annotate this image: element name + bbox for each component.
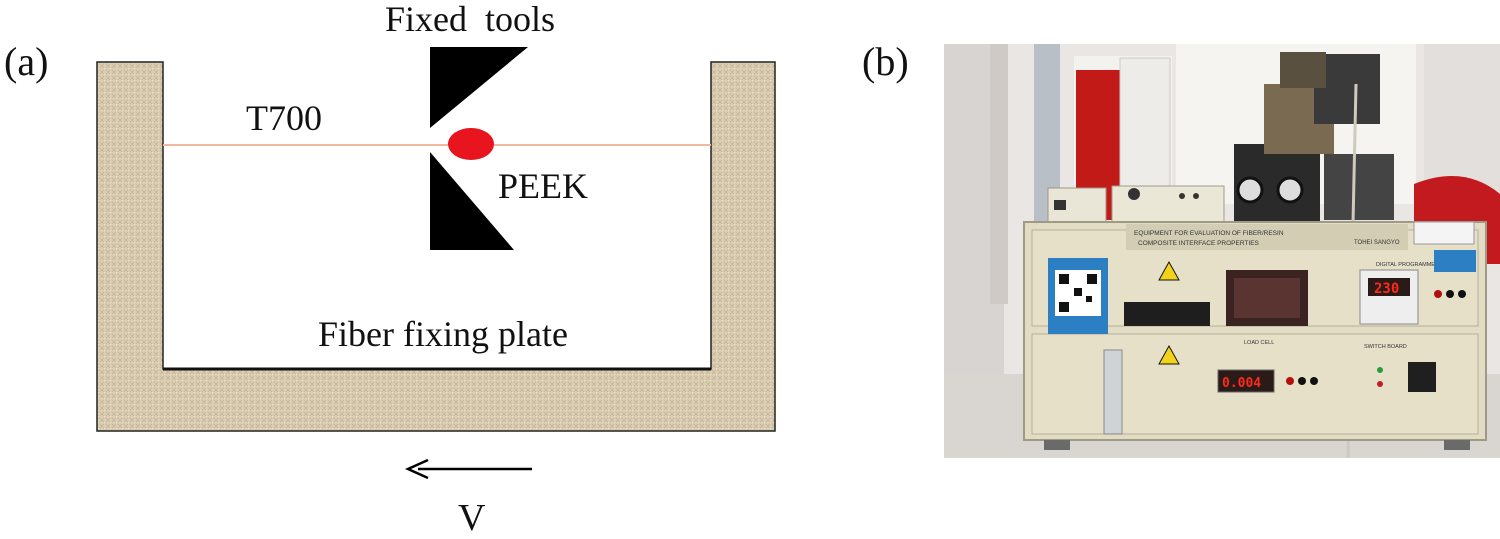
load-display: 0.004 — [1222, 376, 1261, 391]
fixed-tools-label: Fixed tools — [385, 0, 555, 39]
velocity-arrow-head — [404, 458, 429, 480]
nameplate-line2: COMPOSITE INTERFACE PROPERTIES — [1138, 240, 1260, 247]
printer-slot — [1124, 302, 1210, 326]
load-cell-display — [1217, 369, 1275, 393]
temperature-display: 230 — [1374, 281, 1399, 297]
warning-icon-2 — [1158, 344, 1180, 365]
nameplate-line1: EQUIPMENT FOR EVALUATION OF FIBER/RESIN — [1134, 230, 1284, 237]
peek-label: PEEK — [498, 166, 588, 206]
panel-b-label: (b) — [862, 39, 909, 84]
maker-label: TOHEI SANGYO — [1354, 240, 1400, 246]
digital-programmer-label: DIGITAL PROGRAMMER — [1376, 262, 1439, 268]
lower-blade — [430, 152, 514, 250]
flowmeter — [1103, 349, 1123, 435]
fiber-fixing-plate — [96, 61, 776, 432]
panel-a-label: (a) — [4, 39, 49, 84]
t700-label: T700 — [246, 98, 322, 138]
sticker-label — [1413, 221, 1475, 245]
equipment-photo: EQUIPMENT FOR EVALUATION OF FIBER/RESIN … — [944, 44, 1500, 458]
upper-blade — [430, 47, 528, 128]
equipment-photo-illustration: EQUIPMENT FOR EVALUATION OF FIBER/RESIN … — [944, 44, 1500, 458]
switch-board-label: SWITCH BOARD — [1364, 344, 1407, 350]
fiber-fixing-plate-label: Fiber fixing plate — [318, 314, 568, 354]
peek-droplet — [448, 128, 494, 160]
microbond-schematic: Fixed tools T700 PEEK Fiber fixing plate… — [96, 0, 776, 539]
load-cell-label: LOAD CELL — [1244, 340, 1274, 346]
velocity-label: V — [458, 497, 486, 539]
side-stage — [1324, 154, 1394, 220]
main-switch — [1408, 362, 1436, 392]
blue-tag — [1434, 250, 1476, 272]
nameplate — [1126, 224, 1408, 250]
warning-icon — [1158, 260, 1180, 281]
